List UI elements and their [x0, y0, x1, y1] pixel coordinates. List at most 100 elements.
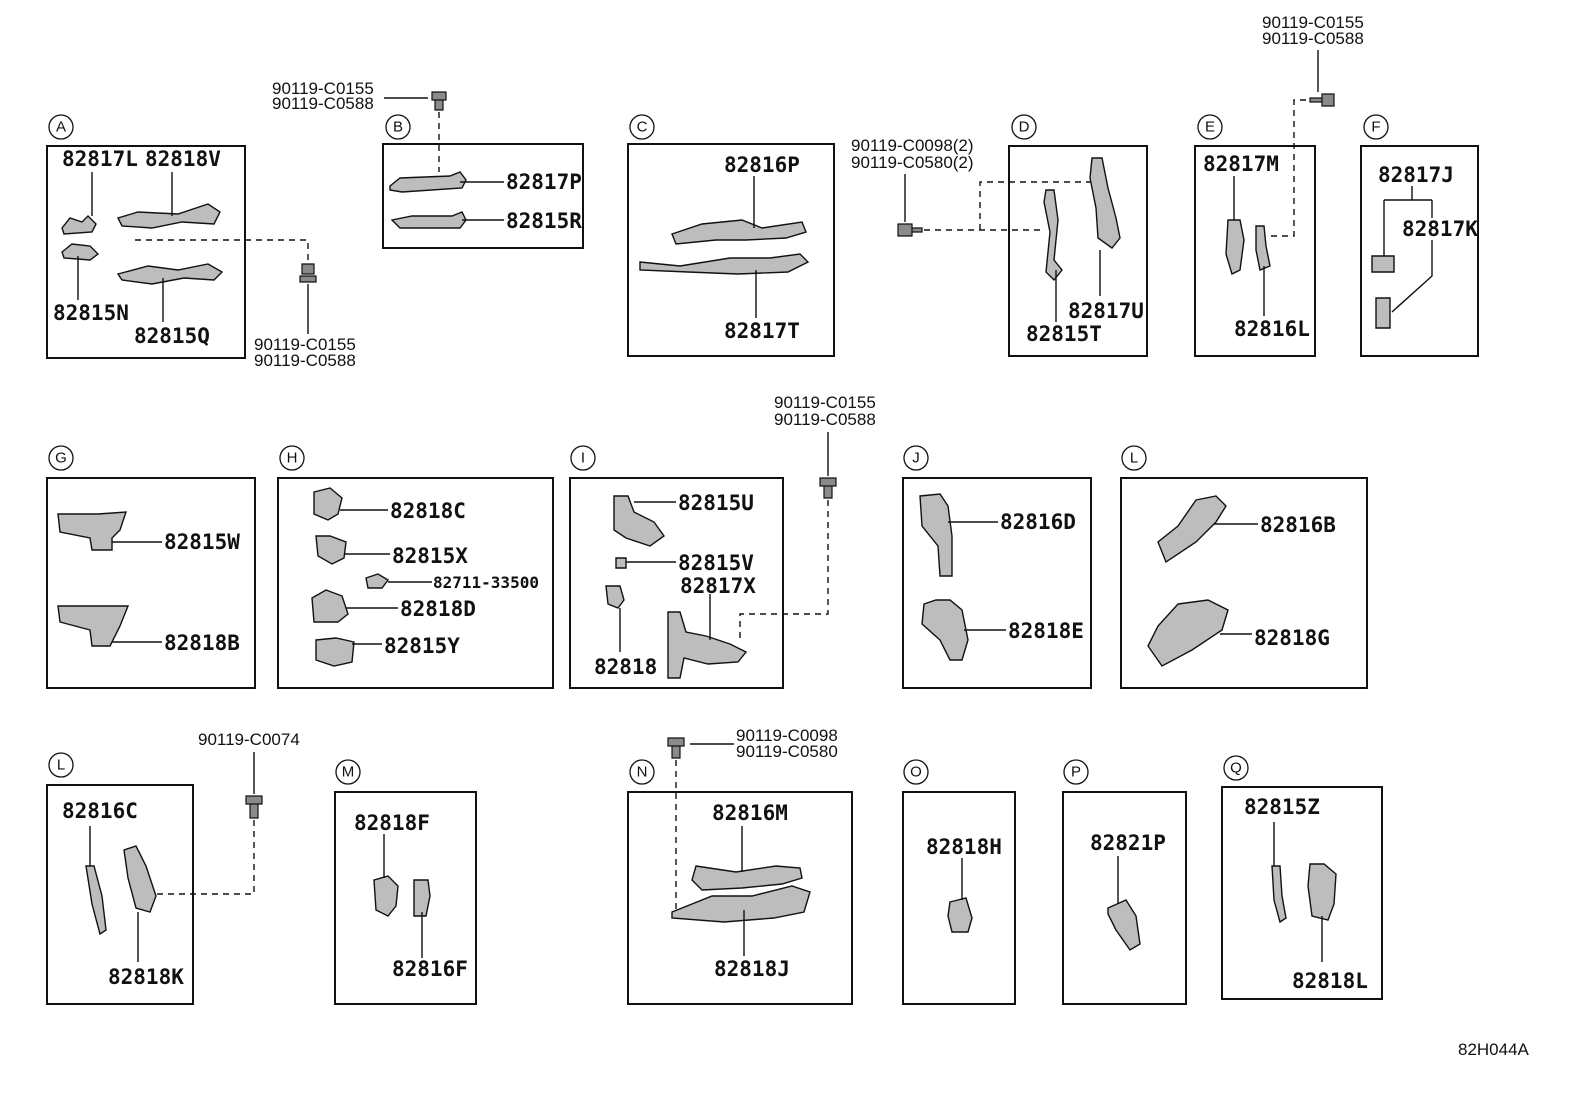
bolt-code-b-1[interactable]: 90119-C0155	[272, 79, 374, 98]
bolt-icon-e[interactable]	[1309, 93, 1335, 107]
part-82821P-shape[interactable]	[1107, 899, 1141, 951]
part-82815T-shape[interactable]	[1043, 189, 1063, 282]
part-82815W-shape[interactable]	[57, 511, 127, 551]
bolt-code-a-1[interactable]: 90119-C0155	[254, 335, 356, 354]
bolt-code-e-2[interactable]: 90119-C0588	[1262, 29, 1364, 48]
part-82815Q-shape[interactable]	[116, 263, 224, 285]
section-f-marker	[1363, 114, 1389, 140]
label-82818B[interactable]: 82818B	[164, 631, 240, 655]
part-82817M-shape[interactable]	[1225, 219, 1245, 275]
part-82816D-shape[interactable]	[919, 493, 953, 577]
part-82817U-shape[interactable]	[1089, 157, 1121, 249]
label-82816F[interactable]: 82816F	[392, 957, 468, 981]
part-82818L-shape[interactable]	[1307, 863, 1337, 921]
label-82818J[interactable]: 82818J	[714, 957, 790, 981]
part-82815Y-shape[interactable]	[315, 637, 355, 667]
label-82816L[interactable]: 82816L	[1234, 317, 1310, 341]
part-82818B-shape[interactable]	[57, 605, 130, 647]
label-82815N[interactable]: 82815N	[53, 301, 129, 325]
label-82817T[interactable]: 82817T	[724, 319, 800, 343]
part-82818J-shape[interactable]	[671, 885, 811, 923]
part-82817X-shape[interactable]	[667, 611, 748, 679]
part-82818V-shape[interactable]	[117, 203, 221, 229]
bolt-code-a-2[interactable]: 90119-C0588	[254, 351, 356, 370]
label-82817L[interactable]: 82817L	[62, 147, 138, 171]
label-82815W[interactable]: 82815W	[164, 530, 240, 554]
label-82817M[interactable]: 82817M	[1203, 152, 1279, 176]
part-82818-shape[interactable]	[605, 585, 625, 609]
part-82711-33500-shape[interactable]	[365, 573, 390, 589]
part-82818G-shape[interactable]	[1147, 599, 1229, 667]
label-82818C[interactable]: 82818C	[390, 499, 466, 523]
label-82815T[interactable]: 82815T	[1026, 322, 1102, 346]
part-82816L-shape[interactable]	[1255, 225, 1271, 271]
part-82817T-shape[interactable]	[639, 253, 810, 275]
label-82817U[interactable]: 82817U	[1068, 299, 1144, 323]
label-82821P[interactable]: 82821P	[1090, 831, 1166, 855]
label-82818F[interactable]: 82818F	[354, 811, 430, 835]
part-82817J-shape[interactable]	[1371, 255, 1395, 273]
part-82816C-shape[interactable]	[85, 865, 107, 936]
part-82815R-shape[interactable]	[390, 211, 467, 229]
part-82818K-shape[interactable]	[123, 845, 157, 913]
label-82818[interactable]: 82818	[594, 655, 657, 679]
label-82815U[interactable]: 82815U	[678, 491, 754, 515]
label-82818V[interactable]: 82818V	[145, 147, 221, 171]
part-82818F-shape[interactable]	[373, 875, 399, 917]
bolt-code-d-1[interactable]: 90119-C0098(2)	[851, 136, 974, 155]
bolt-code-d-2[interactable]: 90119-C0580(2)	[851, 153, 974, 172]
bolt-code-i-2[interactable]: 90119-C0588	[774, 410, 876, 429]
part-82816M-shape[interactable]	[691, 865, 803, 891]
part-82815U-shape[interactable]	[613, 495, 665, 547]
part-82818E-shape[interactable]	[921, 599, 969, 661]
label-82816M[interactable]: 82816M	[712, 801, 788, 825]
label-82815Z[interactable]: 82815Z	[1244, 795, 1320, 819]
bolt-code-e-1[interactable]: 90119-C0155	[1262, 13, 1364, 32]
part-82818C-shape[interactable]	[313, 487, 343, 521]
part-82816F-shape[interactable]	[413, 879, 431, 917]
part-82815X-shape[interactable]	[315, 535, 347, 565]
label-82817K[interactable]: 82817K	[1402, 217, 1478, 241]
part-82818H-shape[interactable]	[947, 897, 973, 933]
part-82815V-shape[interactable]	[615, 557, 627, 569]
label-82818K[interactable]: 82818K	[108, 965, 184, 989]
bolt-icon-n[interactable]	[667, 737, 685, 759]
bolt-icon-d[interactable]	[897, 223, 923, 237]
label-82815R[interactable]: 82815R	[506, 209, 582, 233]
label-82818E[interactable]: 82818E	[1008, 619, 1084, 643]
label-82816D[interactable]: 82816D	[1000, 510, 1076, 534]
bolt-code-n-1[interactable]: 90119-C0098	[736, 726, 838, 745]
label-82818L[interactable]: 82818L	[1292, 969, 1368, 993]
part-82818D-shape[interactable]	[311, 589, 349, 623]
label-82816B[interactable]: 82816B	[1260, 513, 1336, 537]
label-82817X[interactable]: 82817X	[680, 574, 756, 598]
bolt-icon-l-lower[interactable]	[245, 795, 263, 819]
bolt-icon-i[interactable]	[819, 477, 837, 499]
bolt-code-l-lower[interactable]: 90119-C0074	[198, 730, 300, 749]
part-82815Z-shape[interactable]	[1271, 865, 1287, 924]
label-82818G[interactable]: 82818G	[1254, 626, 1330, 650]
label-82815X[interactable]: 82815X	[392, 544, 468, 568]
part-82816P-shape[interactable]	[671, 219, 807, 245]
label-82817J[interactable]: 82817J	[1378, 163, 1454, 187]
part-82817K-shape[interactable]	[1375, 297, 1391, 329]
label-82711-33500[interactable]: 82711-33500	[433, 573, 539, 592]
label-82816C[interactable]: 82816C	[62, 799, 138, 823]
part-82816B-shape[interactable]	[1157, 495, 1227, 564]
part-82817L-shape[interactable]	[61, 215, 97, 235]
label-82815V[interactable]: 82815V	[678, 551, 754, 575]
bolt-code-b-2[interactable]: 90119-C0588	[272, 94, 374, 113]
part-82815N-shape[interactable]	[61, 243, 100, 261]
label-82818H[interactable]: 82818H	[926, 835, 1002, 859]
label-82818D[interactable]: 82818D	[400, 597, 476, 621]
section-d-box	[1008, 145, 1148, 357]
bolt-code-i-1[interactable]: 90119-C0155	[774, 393, 876, 412]
bolt-icon-b[interactable]	[431, 91, 447, 111]
label-82816P[interactable]: 82816P	[724, 153, 800, 177]
label-82817P[interactable]: 82817P	[506, 170, 582, 194]
label-82815Q[interactable]: 82815Q	[134, 324, 210, 348]
part-82817P-shape[interactable]	[389, 171, 467, 193]
bolt-icon-a[interactable]	[299, 263, 317, 283]
bolt-code-n-2[interactable]: 90119-C0580	[736, 742, 838, 761]
label-82815Y[interactable]: 82815Y	[384, 634, 460, 658]
